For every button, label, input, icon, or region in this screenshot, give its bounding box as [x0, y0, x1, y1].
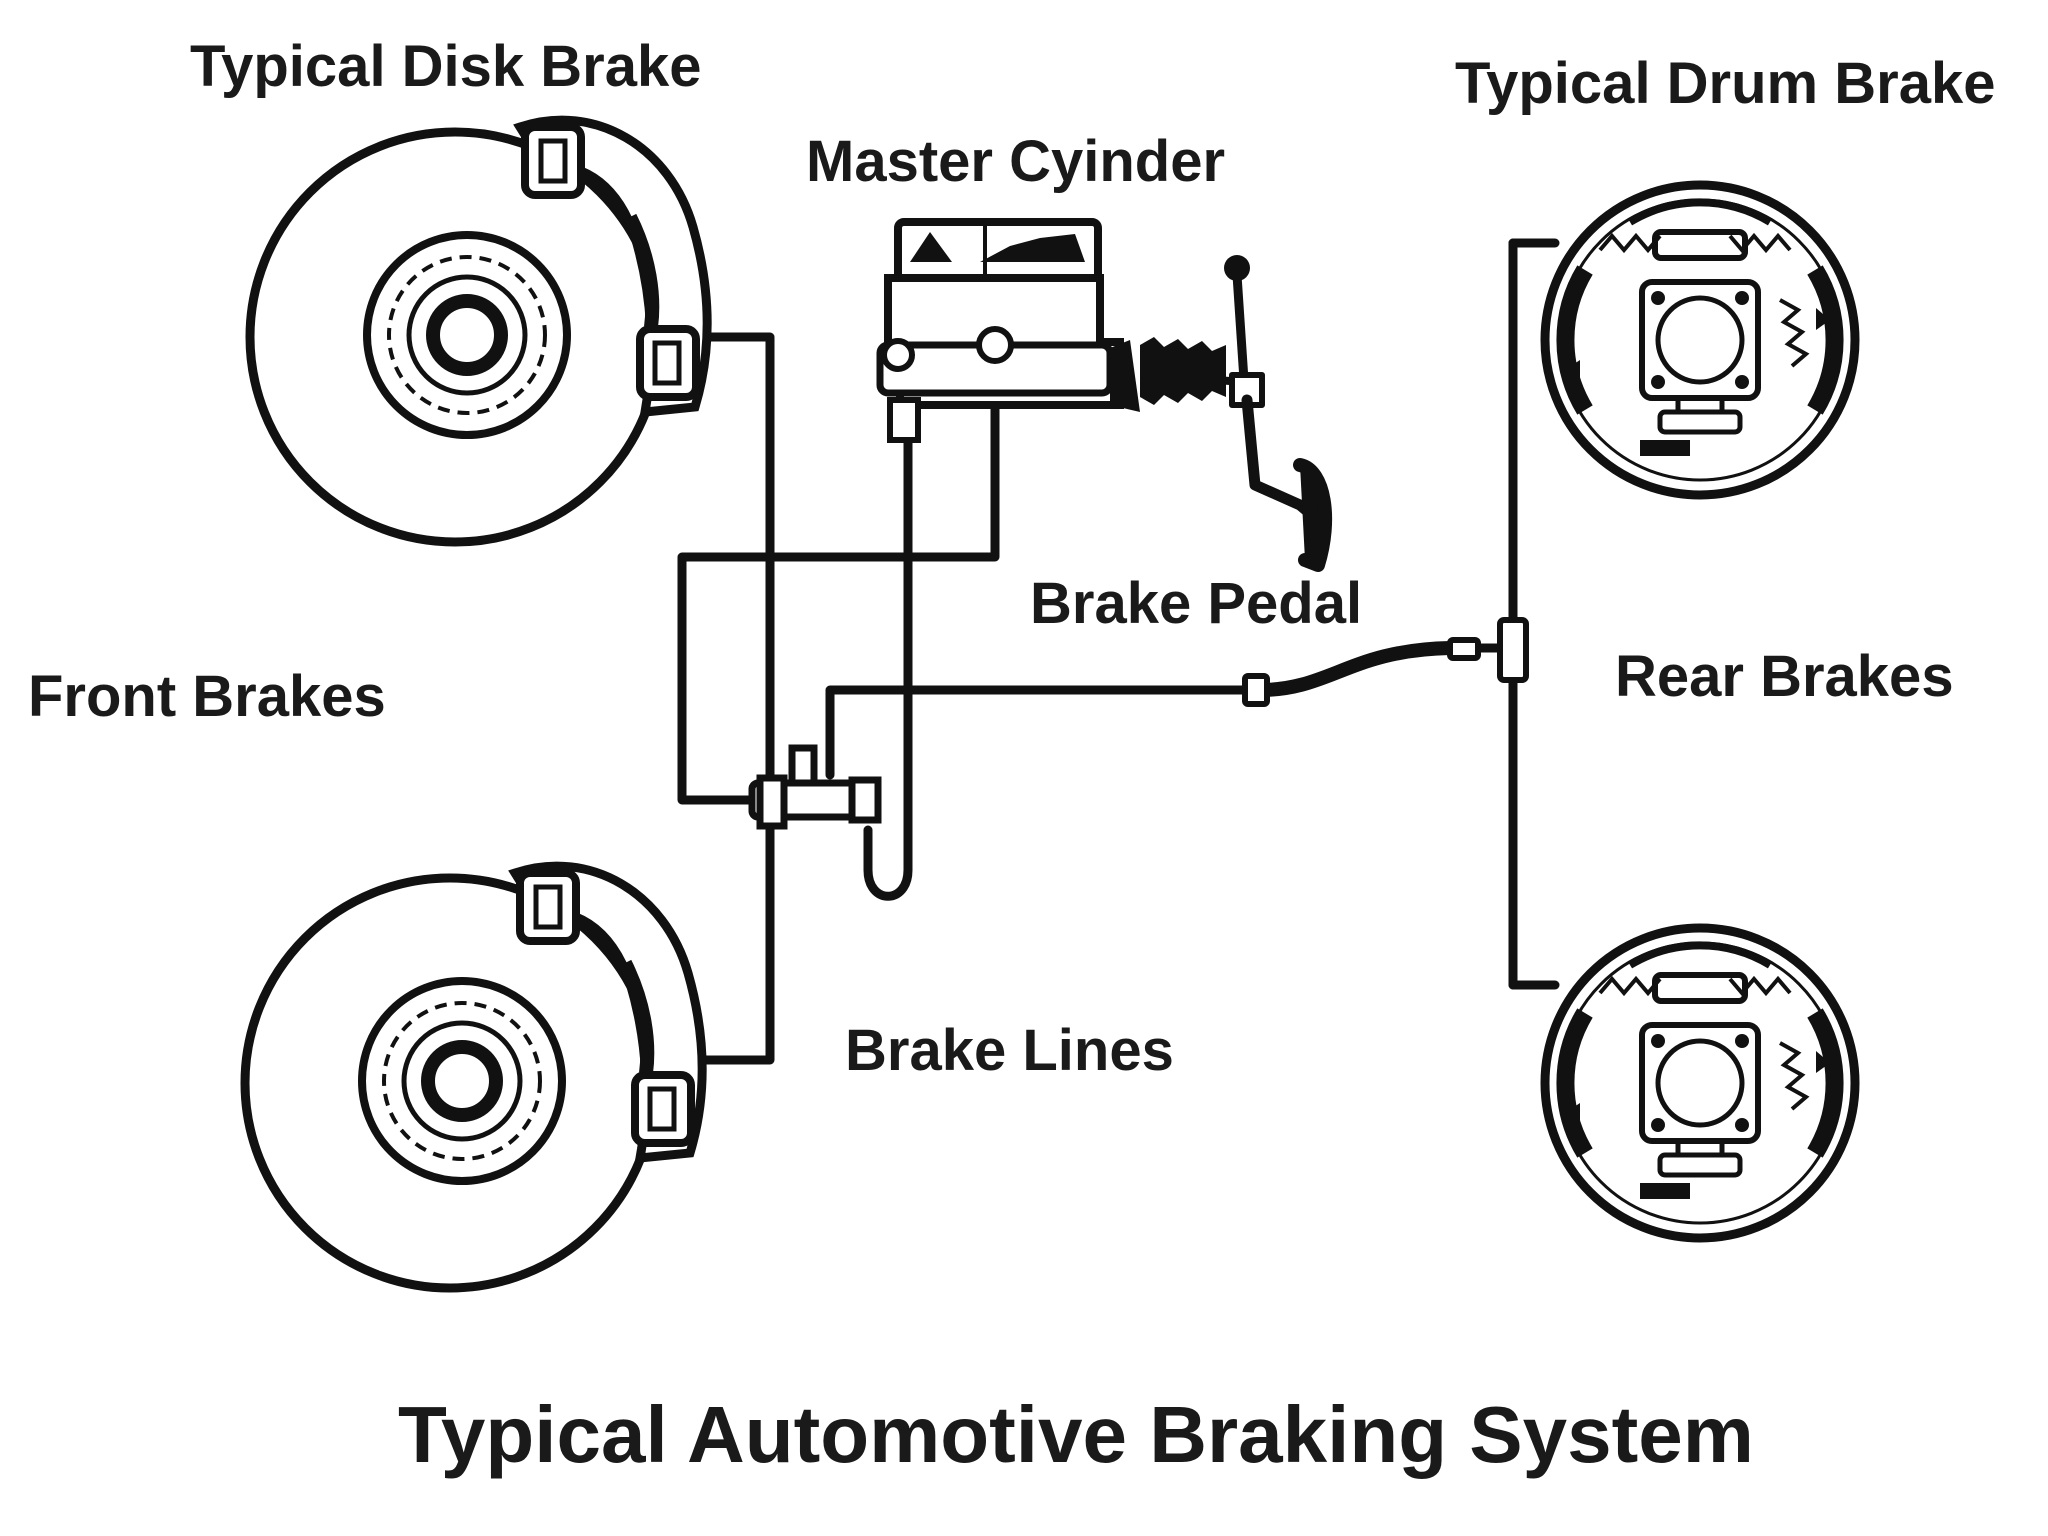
- master-cylinder-label: Master Cyinder: [806, 129, 1226, 194]
- front-brakes-label: Front Brakes: [28, 664, 386, 729]
- diagram-caption: Typical Automotive Braking System: [398, 1390, 1754, 1479]
- master-cylinder: [876, 218, 1246, 443]
- combination-valve: [748, 744, 882, 830]
- brake-pedal-label: Brake Pedal: [1030, 571, 1363, 636]
- front-disk-brake-lower: [245, 866, 702, 1288]
- rear-drum-brake-upper: [1545, 185, 1855, 495]
- rear-drum-brake-lower: [1545, 928, 1855, 1238]
- disk-brake-label: Typical Disk Brake: [190, 34, 702, 99]
- brake-lines: [677, 238, 1560, 1065]
- drum-brake-label: Typical Drum Brake: [1455, 51, 1996, 116]
- brake-pedal: [1224, 255, 1333, 572]
- rear-brakes-label: Rear Brakes: [1615, 644, 1954, 709]
- front-disk-brake-upper: [250, 120, 707, 542]
- brake-lines-label: Brake Lines: [845, 1018, 1174, 1083]
